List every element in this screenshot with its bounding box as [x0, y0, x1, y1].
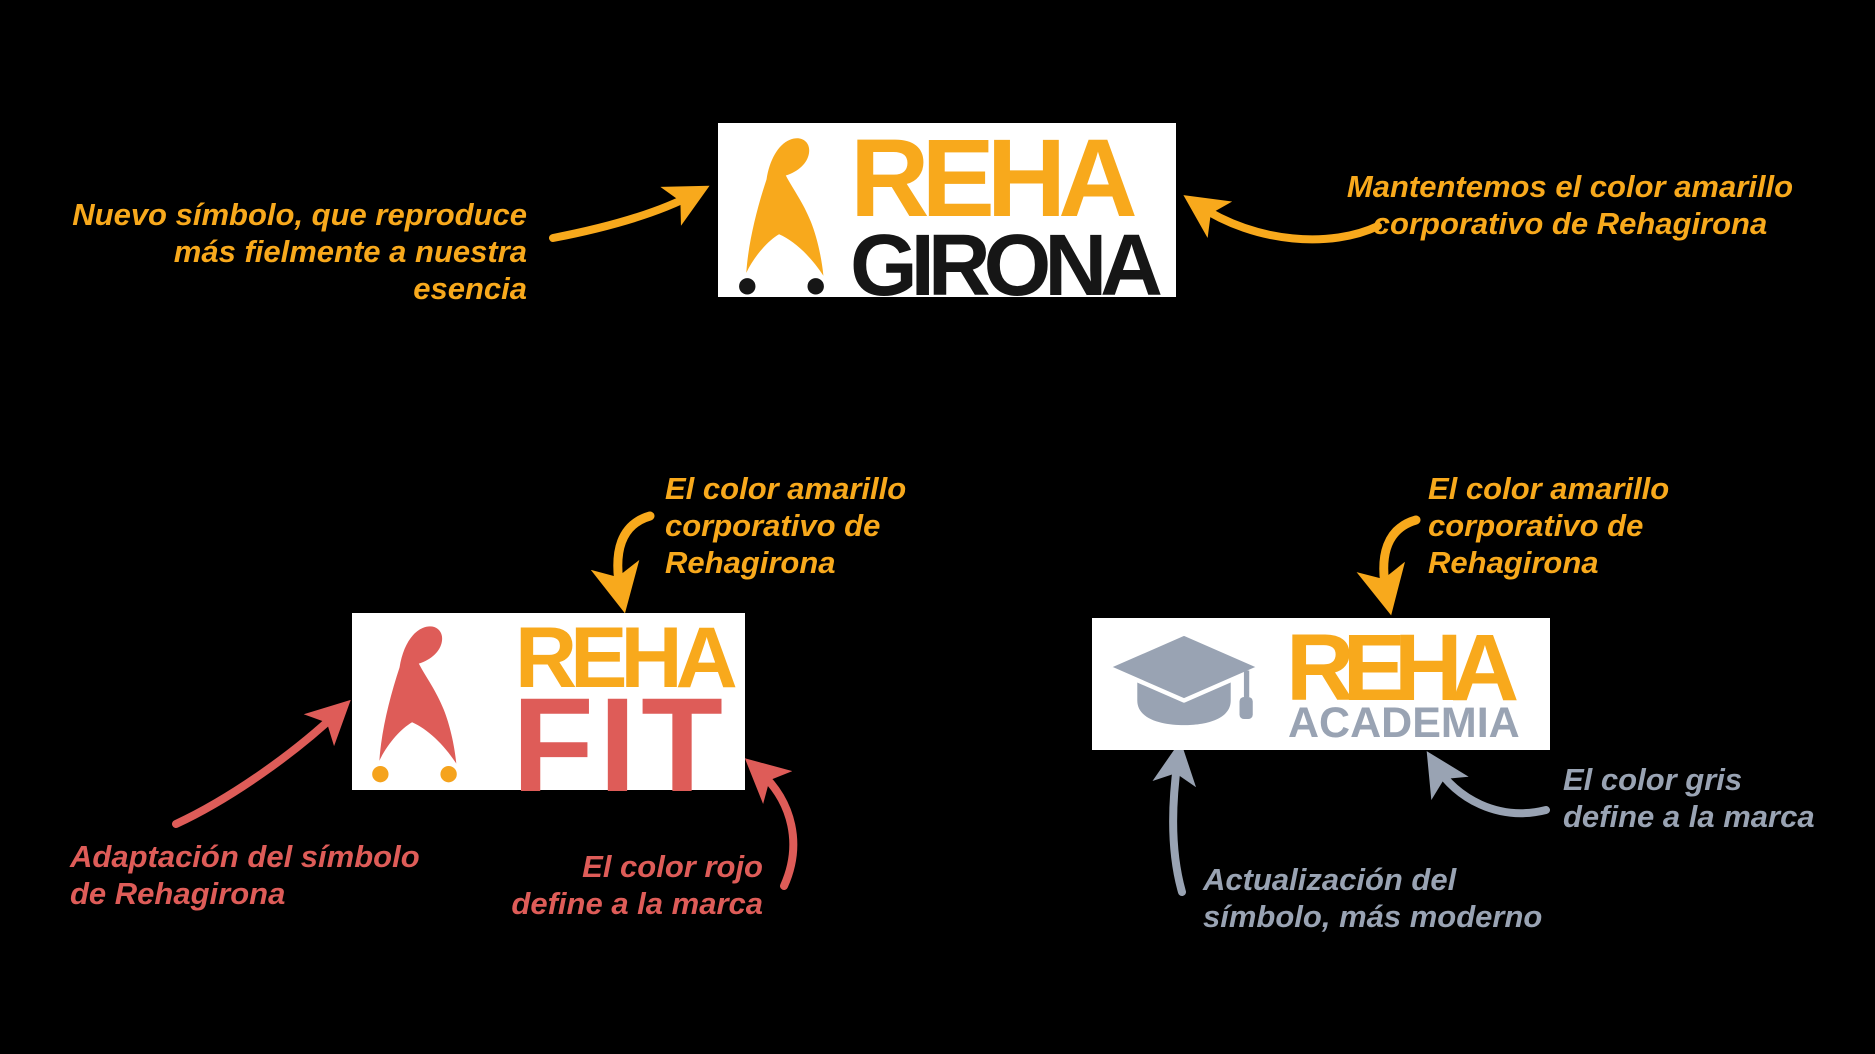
annotation-line: esencia	[413, 271, 527, 306]
annotation-line: Rehagirona	[1428, 545, 1599, 580]
annotation-line: símbolo, más moderno	[1203, 899, 1543, 934]
arrow-academia-amarillo	[1356, 515, 1421, 616]
rehafit-symbol-icon	[372, 626, 457, 783]
annotation-actualizacion: Actualización del símbolo, más moderno	[1203, 861, 1542, 935]
annotation-line: Mantentemos el color amarillo	[1346, 169, 1794, 204]
annotation-color-rojo: El color rojo define a la marca	[433, 848, 763, 922]
annotation-academia-amarillo: El color amarillo corporativo de Rehagir…	[1428, 470, 1669, 581]
logo-rehagirona: REHA GIRONA	[718, 117, 1176, 309]
annotation-line: corporativo de	[1428, 508, 1644, 543]
fit-wordmark-reha: REHA	[515, 610, 738, 706]
academia-wordmark-reha: REHA	[1286, 615, 1519, 721]
annotation-line: El color amarillo	[1428, 471, 1670, 506]
annotation-line: El color rojo	[582, 849, 763, 884]
annotation-color-gris: El color gris define a la marca	[1563, 761, 1815, 835]
annotation-line: Rehagirona	[665, 545, 836, 580]
girona-wordmark-reha: REHA	[850, 117, 1138, 240]
annotation-fit-amarillo: El color amarillo corporativo de Rehagir…	[665, 470, 906, 581]
academia-wordmark-academia: ACADEMIA	[1288, 699, 1520, 747]
annotation-line: El color amarillo	[665, 471, 907, 506]
graduation-cap-icon	[1105, 631, 1263, 726]
annotation-line: define a la marca	[511, 886, 763, 921]
logo-rehacademia: REHA ACADEMIA	[1092, 618, 1550, 750]
fit-wordmark-fit: FIT	[512, 671, 728, 820]
arrow-adaptacion	[172, 699, 351, 828]
annotation-line: más fielmente a nuestra	[173, 234, 527, 269]
arrow-color-rojo	[744, 758, 798, 890]
annotation-nuevo-simbolo: Nuevo símbolo, que reproduce más fielmen…	[27, 196, 527, 307]
annotation-line: corporativo de	[665, 508, 881, 543]
arrow-nuevo-simbolo	[549, 185, 710, 242]
annotation-line: El color gris	[1563, 762, 1743, 797]
annotation-line: corporativo de Rehagirona	[1372, 206, 1768, 241]
rehagirona-symbol-icon	[739, 138, 824, 295]
annotation-line: Actualización del	[1203, 862, 1457, 897]
annotation-line: Nuevo símbolo, que reproduce	[72, 197, 527, 232]
annotation-line: define a la marca	[1563, 799, 1815, 834]
annotation-mantentemos: Mantentemos el color amarillo corporativ…	[1330, 168, 1810, 242]
arrow-color-gris	[1426, 751, 1550, 818]
arrow-fit-amarillo	[590, 511, 655, 614]
annotation-line: de Rehagirona	[70, 876, 286, 911]
girona-wordmark-girona: GIRONA	[850, 217, 1163, 314]
annotation-line: Adaptación del símbolo	[70, 839, 420, 874]
annotation-adaptacion: Adaptación del símbolo de Rehagirona	[70, 838, 420, 912]
arrow-actualizacion	[1152, 740, 1197, 896]
logo-rehafit: REHA FIT	[352, 610, 745, 813]
